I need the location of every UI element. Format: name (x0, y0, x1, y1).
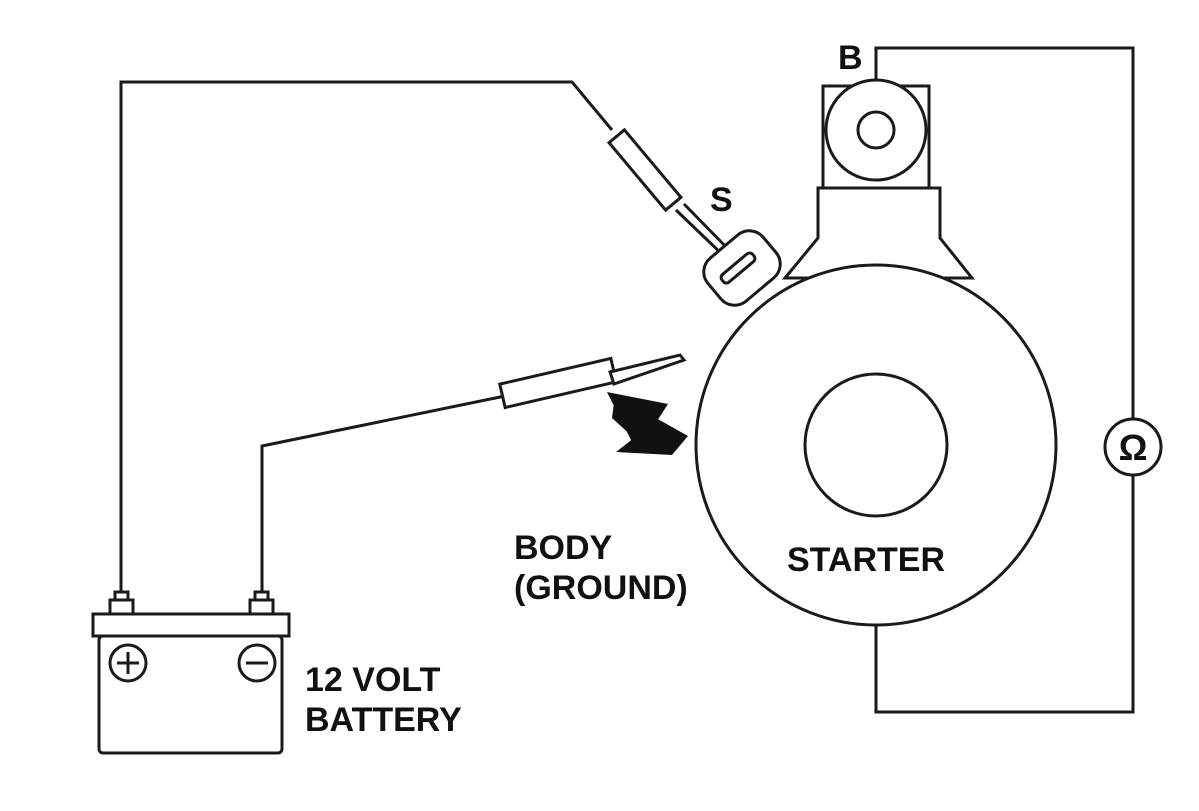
label-body-ground-line1: BODY (514, 529, 613, 567)
label-body-ground-line2: (GROUND) (514, 569, 688, 607)
wire-meter-to-starter-body (874, 476, 1135, 714)
label-battery-line2: BATTERY (305, 701, 462, 739)
wire-battery-positive-to-s (119, 80, 614, 600)
body-ground-probe (497, 353, 687, 410)
label-starter: STARTER (787, 541, 946, 579)
ohm-symbol: Ω (1119, 427, 1148, 468)
label-s-terminal: S (710, 181, 733, 219)
starter-shaft-opening (803, 372, 949, 518)
label-battery-line1: 12 VOLT (305, 661, 441, 699)
s-terminal-connector (702, 229, 782, 307)
label-b-terminal: B (838, 39, 863, 77)
wire-battery-negative-to-body (260, 394, 506, 600)
battery-icon (91, 590, 291, 755)
b-terminal-hole (856, 110, 896, 150)
wire-b-terminal-to-meter (874, 46, 1135, 418)
arrow-head (607, 392, 668, 452)
ohmmeter-icon: Ω (1103, 417, 1163, 477)
starter-solenoid-housing (781, 186, 976, 280)
